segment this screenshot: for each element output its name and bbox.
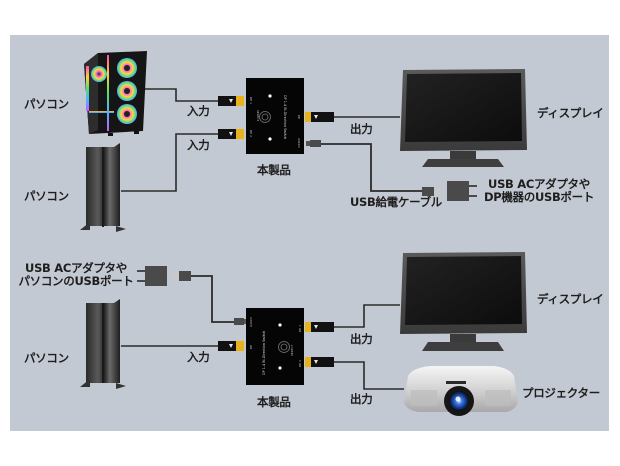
dp-connector-output2-bottom bbox=[305, 357, 334, 367]
usb-ac-adapter-icon-bottom bbox=[137, 266, 167, 286]
switch-select-text-bottom: SELECT bbox=[290, 345, 294, 356]
power-source-label-bottom-line1: USB ACアダプタや bbox=[25, 261, 127, 275]
switch-port-power-text-bottom: AUDIO bbox=[249, 317, 253, 327]
usb-a-plug-top bbox=[422, 187, 440, 196]
pc-label-bottom: パソコン bbox=[24, 351, 69, 365]
projector-icon bbox=[404, 366, 518, 416]
product-label-bottom: 本製品 bbox=[257, 395, 291, 409]
input1-label: 入力 bbox=[187, 104, 210, 118]
product-label-top: 本製品 bbox=[257, 163, 291, 177]
pc2-label: パソコン bbox=[24, 189, 69, 203]
power-source-label-top-line2: DP機器のUSBポート bbox=[483, 190, 595, 204]
usb-ac-adapter-icon-top bbox=[447, 181, 477, 201]
switch-port-out2-text: DP 2 bbox=[298, 360, 302, 367]
switch-port-in-text: DP bbox=[249, 345, 253, 349]
cable-switch-output1-to-display bbox=[334, 304, 400, 328]
cable-switch-output2-to-projector bbox=[334, 361, 404, 390]
usb-a-plug-bottom bbox=[173, 271, 191, 281]
switch-port-out1-text: DP 1 bbox=[298, 325, 302, 332]
switch-model-text-bottom: DP 1.4 Bi-Direction Switch bbox=[262, 331, 266, 375]
dp-connector-input2 bbox=[218, 129, 244, 139]
tower-pc-icon-bottom bbox=[80, 299, 126, 389]
display-monitor-icon-bottom bbox=[400, 252, 527, 351]
power-source-label-top-line1: USB ACアダプタや bbox=[488, 177, 590, 191]
micro-usb-plug-top bbox=[306, 140, 321, 147]
cable-pc1-to-switch-input1 bbox=[143, 88, 218, 102]
projector-label: プロジェクター bbox=[522, 386, 600, 400]
power-source-label-bottom: USB ACアダプタや パソコンのUSBポート bbox=[18, 262, 134, 288]
dp-connector-output bbox=[305, 112, 334, 122]
output2-label-bottom: 出力 bbox=[350, 392, 373, 406]
switch-port-out-text: DP bbox=[297, 115, 301, 119]
pc1-label: パソコン bbox=[24, 97, 69, 111]
switch-port-in1-text: DP 1 bbox=[249, 97, 253, 104]
dp-switch-product-top: DP 1.4 Bi-Direction Switch SELECT DP 1 D… bbox=[246, 78, 304, 154]
output-label-top: 出力 bbox=[350, 122, 373, 136]
dp-connector-output1-bottom bbox=[305, 322, 334, 332]
dp-connector-input-bottom bbox=[218, 341, 244, 351]
usb-power-cable-label: USB給電ケーブル bbox=[350, 195, 442, 209]
display-label-bottom: ディスプレイ bbox=[537, 292, 604, 306]
usb-power-cable-top bbox=[320, 143, 426, 192]
input-label-bottom: 入力 bbox=[187, 350, 210, 364]
power-source-label-bottom-line2: パソコンのUSBポート bbox=[18, 274, 134, 288]
tower-pc-icon bbox=[80, 143, 126, 232]
display-label-top: ディスプレイ bbox=[537, 106, 604, 120]
gaming-pc-tower-icon bbox=[84, 51, 147, 136]
input2-label: 入力 bbox=[187, 138, 210, 152]
switch-port-power-text: AUDIO bbox=[297, 138, 301, 148]
display-monitor-icon-top bbox=[400, 69, 527, 167]
usb-power-cable-bottom bbox=[191, 275, 236, 323]
switch-select-text: SELECT bbox=[256, 110, 260, 121]
output1-label-bottom: 出力 bbox=[350, 332, 373, 346]
cable-pc2-to-switch-input2 bbox=[121, 133, 218, 192]
switch-model-text: DP 1.4 Bi-Direction Switch bbox=[283, 95, 287, 139]
micro-usb-plug-bottom bbox=[234, 318, 247, 325]
power-source-label-top: USB ACアダプタや DP機器のUSBポート bbox=[483, 178, 595, 204]
dp-connector-input1 bbox=[218, 96, 244, 106]
switch-port-in2-text: DP 2 bbox=[249, 130, 253, 137]
dp-switch-product-bottom: DP 1.4 Bi-Direction Switch SELECT DP 1 D… bbox=[246, 308, 304, 385]
